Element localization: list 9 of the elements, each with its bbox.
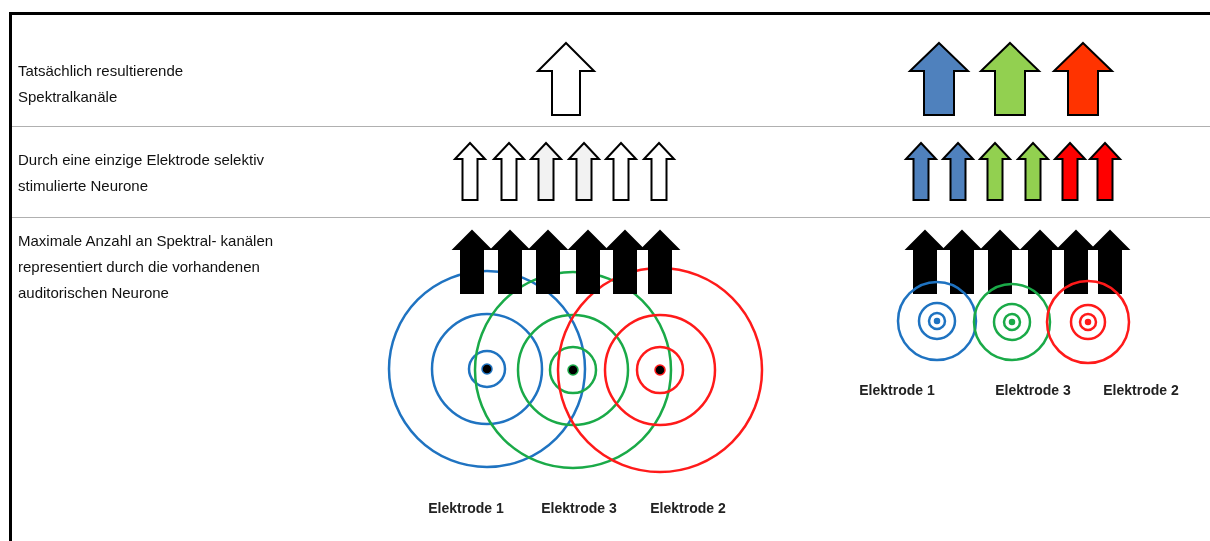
electrode-label: Elektrode 3 — [541, 500, 617, 516]
electrode-label: Elektrode 1 — [859, 382, 935, 398]
row-label: Maximale Anzahl an Spektral- kanälen representiert durch die vorhandenen auditorischen Neurone — [18, 231, 275, 303]
row-label: Tatsächlich resultierende Spektralkanäle — [18, 61, 185, 107]
electrode-label: Elektrode 1 — [428, 500, 504, 516]
row-label: Durch eine einzige Elektrode selektiv stimulierte Neurone — [18, 150, 265, 196]
electrode-label: Elektrode 2 — [1103, 382, 1179, 398]
electrode-label: Elektrode 3 — [995, 382, 1071, 398]
electrode-label: Elektrode 2 — [650, 500, 726, 516]
